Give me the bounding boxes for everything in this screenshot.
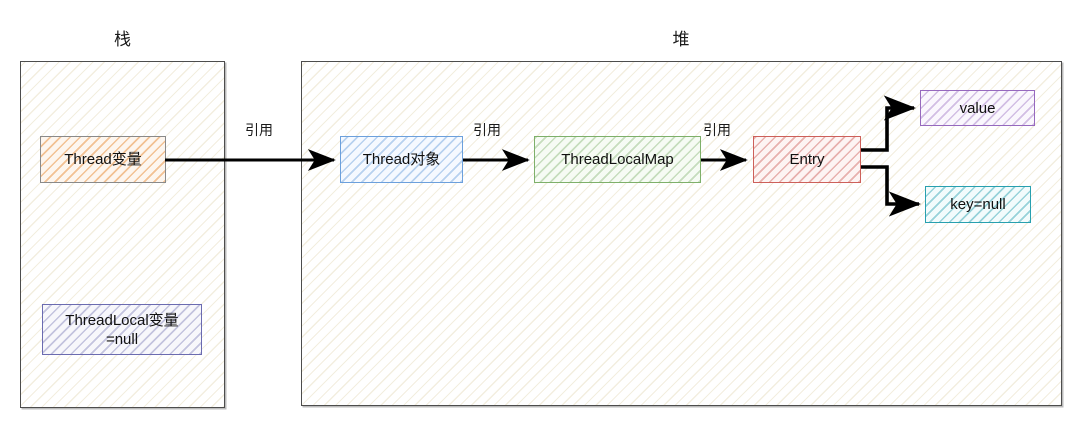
heap-region-title: 堆	[672, 30, 690, 49]
node-value[interactable]: value	[920, 90, 1035, 126]
edge-label-ref-2: 引用	[473, 122, 501, 138]
edge-ref-4	[861, 95, 917, 152]
edge-label-ref-1: 引用	[245, 122, 273, 138]
edge-label-ref-3: 引用	[703, 122, 731, 138]
node-entry[interactable]: Entry	[753, 136, 861, 183]
edge-ref-5	[861, 165, 922, 217]
stack-region-title: 栈	[114, 30, 131, 49]
